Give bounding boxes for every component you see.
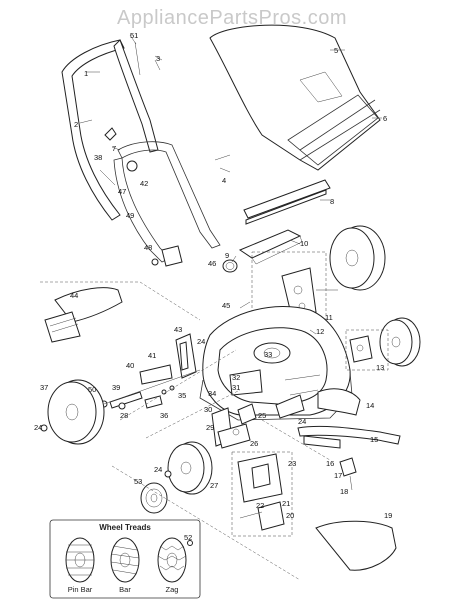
label-p32: 32 [232, 373, 240, 382]
side-discharge-44 [40, 281, 201, 343]
label-p4: 4 [222, 176, 226, 185]
label-p38: 38 [94, 153, 102, 162]
label-p20: 20 [286, 511, 294, 520]
label-p34: 34 [208, 389, 216, 398]
label-p33: 33 [264, 350, 272, 359]
label-p24b: 24 [34, 423, 42, 432]
wheel-treads-box: Wheel Treads Pin Bar Bar Zag [49, 519, 201, 599]
watermark: AppliancePartsPros.com [117, 7, 347, 29]
label-p30: 30 [204, 405, 212, 414]
label-p26: 26 [250, 439, 258, 448]
axle-hardware [100, 369, 201, 410]
label-p21: 21 [282, 499, 290, 508]
label-p17: 17 [334, 471, 342, 480]
label-p35: 35 [178, 391, 186, 400]
label-p22: 22 [256, 501, 264, 510]
label-p24: 24 [197, 337, 205, 346]
label-p11: 11 [325, 313, 333, 322]
tread-label-bar: Bar [119, 585, 131, 594]
rear-flap [317, 388, 361, 416]
label-p24c: 24 [154, 465, 162, 474]
label-p2: 2 [74, 120, 78, 129]
label-p19: 19 [384, 511, 392, 520]
nut-48 [151, 258, 159, 266]
bolt-52 [187, 540, 193, 546]
knob-42 [126, 160, 138, 172]
label-p39: 39 [112, 383, 120, 392]
label-p6: 6 [383, 114, 387, 123]
right-wheel [345, 317, 421, 371]
front-bracket [139, 333, 197, 385]
label-p14: 14 [366, 401, 374, 410]
label-p45: 45 [222, 301, 230, 310]
label-p29: 29 [206, 423, 214, 432]
label-p1: 1 [84, 69, 88, 78]
label-p18: 18 [340, 487, 348, 496]
label-p50: 50 [88, 385, 96, 394]
label-p53: 53 [134, 477, 142, 486]
front-left-wheel [40, 379, 105, 445]
label-p49: 49 [126, 211, 134, 220]
label-p8: 8 [330, 197, 334, 206]
gear-53 [140, 482, 168, 514]
label-p12: 12 [316, 327, 324, 336]
tread-zag [157, 537, 187, 583]
label-p9: 9 [225, 251, 229, 260]
upper-handle [61, 39, 221, 267]
spring-46 [222, 259, 238, 273]
tread-label-pin-bar: Pin Bar [68, 585, 93, 594]
label-p51: 51 [130, 31, 138, 40]
label-p36: 36 [160, 411, 168, 420]
part-numbers: 1 2 3 4 5 6 7 8 9 10 11 12 13 14 15 16 1… [34, 31, 392, 542]
label-p27: 27 [210, 481, 218, 490]
rear-wheel-upper [329, 225, 386, 291]
mower-deck [199, 306, 353, 421]
label-p23: 23 [288, 459, 296, 468]
tread-label-zag: Zag [166, 585, 179, 594]
label-p46: 46 [208, 259, 216, 268]
label-p25: 25 [258, 411, 266, 420]
treads-title: Wheel Treads [99, 523, 151, 532]
label-p37: 37 [40, 383, 48, 392]
front-center-wheel [164, 441, 213, 495]
label-p5: 5 [334, 46, 338, 55]
engine-parts [231, 451, 293, 537]
label-p13: 13 [376, 363, 384, 372]
tread-pin-bar [65, 537, 95, 583]
label-p7: 7 [112, 144, 116, 153]
label-p3: 3 [156, 54, 160, 63]
blade [297, 425, 401, 491]
label-p43: 43 [174, 325, 182, 334]
label-p47: 47 [118, 187, 126, 196]
bag-frame [243, 179, 331, 225]
tread-bar [110, 537, 140, 583]
label-p52: 52 [184, 533, 192, 542]
label-p15: 15 [370, 435, 378, 444]
label-p16: 16 [326, 459, 334, 468]
label-p10: 10 [300, 239, 308, 248]
label-p42: 42 [140, 179, 148, 188]
chute-door [238, 229, 303, 265]
label-p24d: 24 [298, 417, 306, 426]
mulch-plug [315, 520, 397, 571]
grass-bag [209, 24, 381, 171]
label-p48: 48 [144, 243, 152, 252]
label-p44: 44 [70, 291, 78, 300]
label-p28: 28 [120, 411, 128, 420]
leader-lines [79, 34, 382, 335]
label-p31: 31 [232, 383, 240, 392]
baffle-assembly [211, 403, 257, 449]
label-p40: 40 [126, 361, 134, 370]
label-p41: 41 [148, 351, 156, 360]
